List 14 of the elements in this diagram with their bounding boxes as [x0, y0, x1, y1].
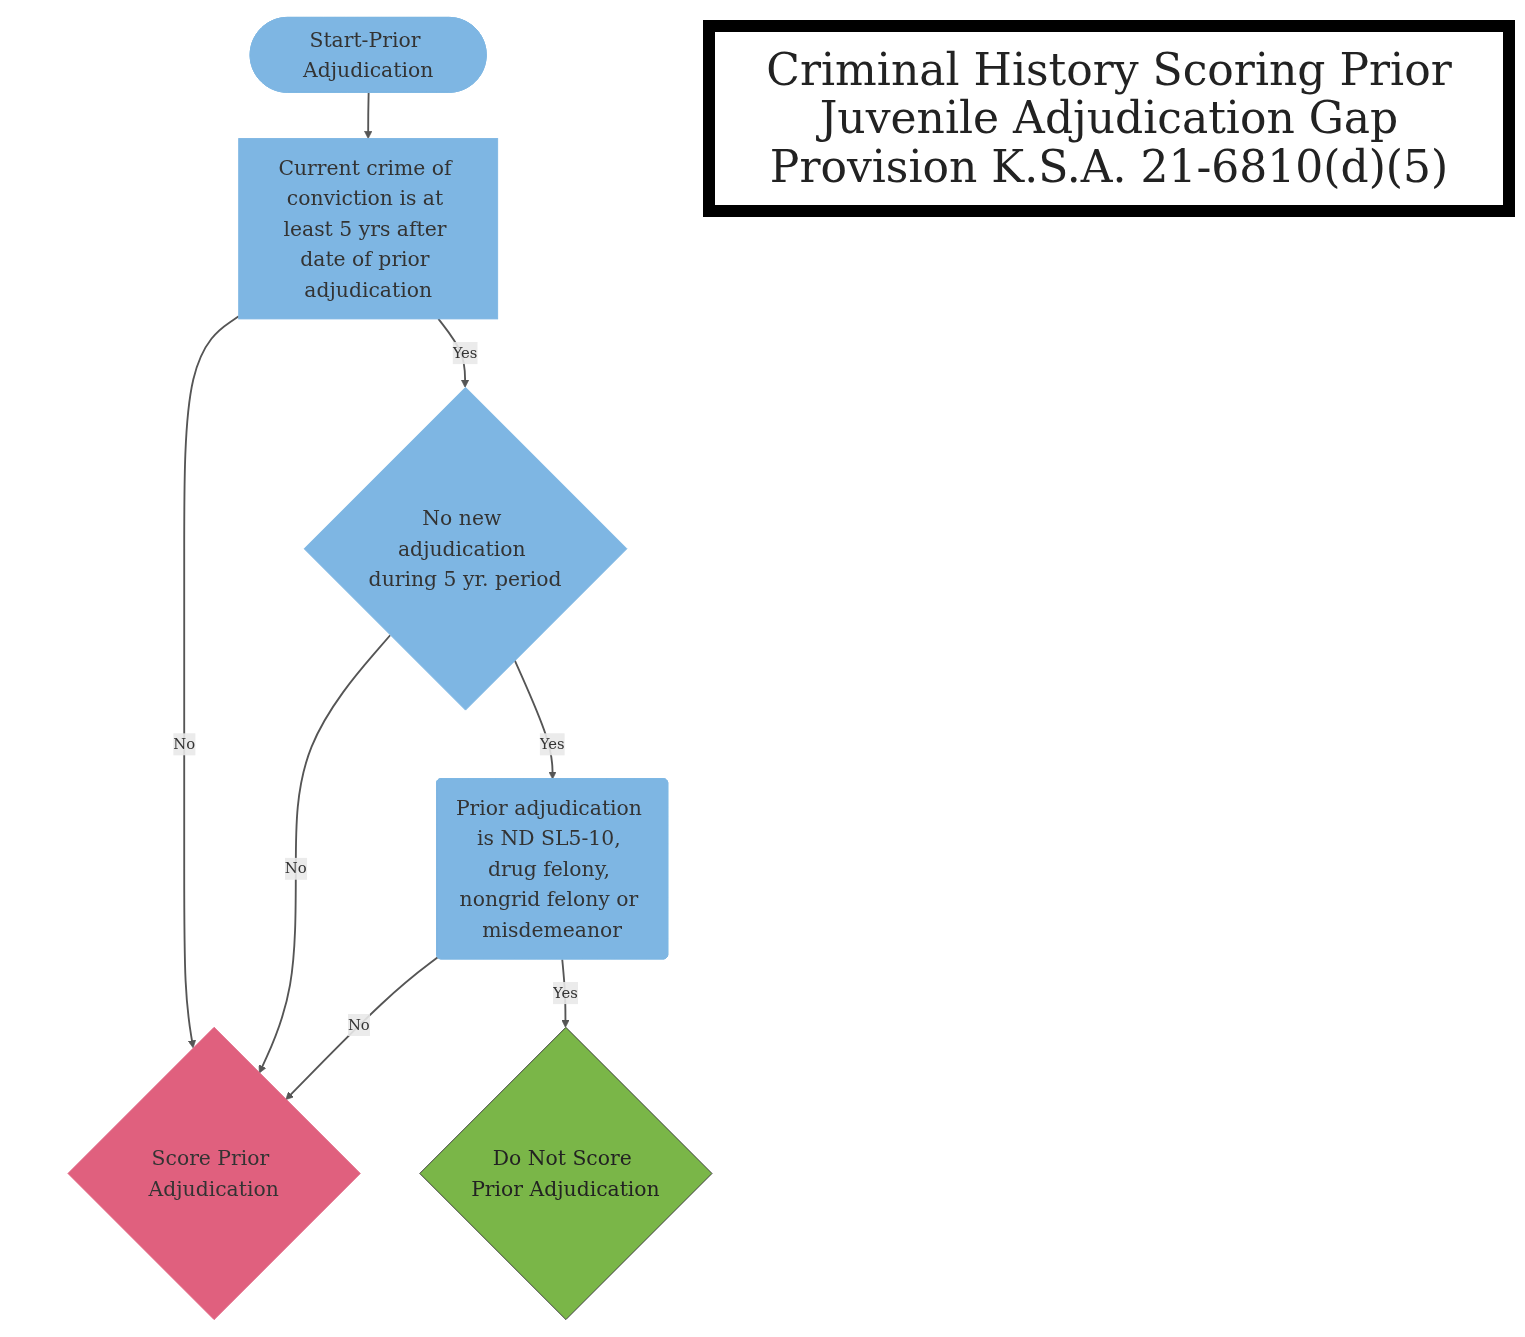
- node-diamond: No new adjudication during 5 yr. period: [303, 386, 628, 711]
- node-box: Current crime of conviction is at least 5 yrs after date of prior adjudication: [238, 138, 499, 320]
- diagram-title: Criminal History Scoring Prior Juvenile Adjudication Gap Provision K.S.A. 21-6810(d)(5): [703, 20, 1515, 218]
- edge-label: Yes: [539, 735, 565, 753]
- arrow: [183, 315, 240, 1049]
- edge-label: Yes: [553, 983, 578, 1002]
- node-diamond: Do Not Score Prior Adjudication: [419, 1026, 713, 1321]
- edge-label: No: [347, 1015, 370, 1034]
- edge-label: No: [173, 735, 196, 753]
- arrow: [285, 956, 439, 1100]
- edge-label: Yes: [452, 343, 478, 362]
- edge-label: No: [284, 859, 307, 878]
- arrow: [364, 91, 373, 139]
- arrow: [258, 634, 392, 1074]
